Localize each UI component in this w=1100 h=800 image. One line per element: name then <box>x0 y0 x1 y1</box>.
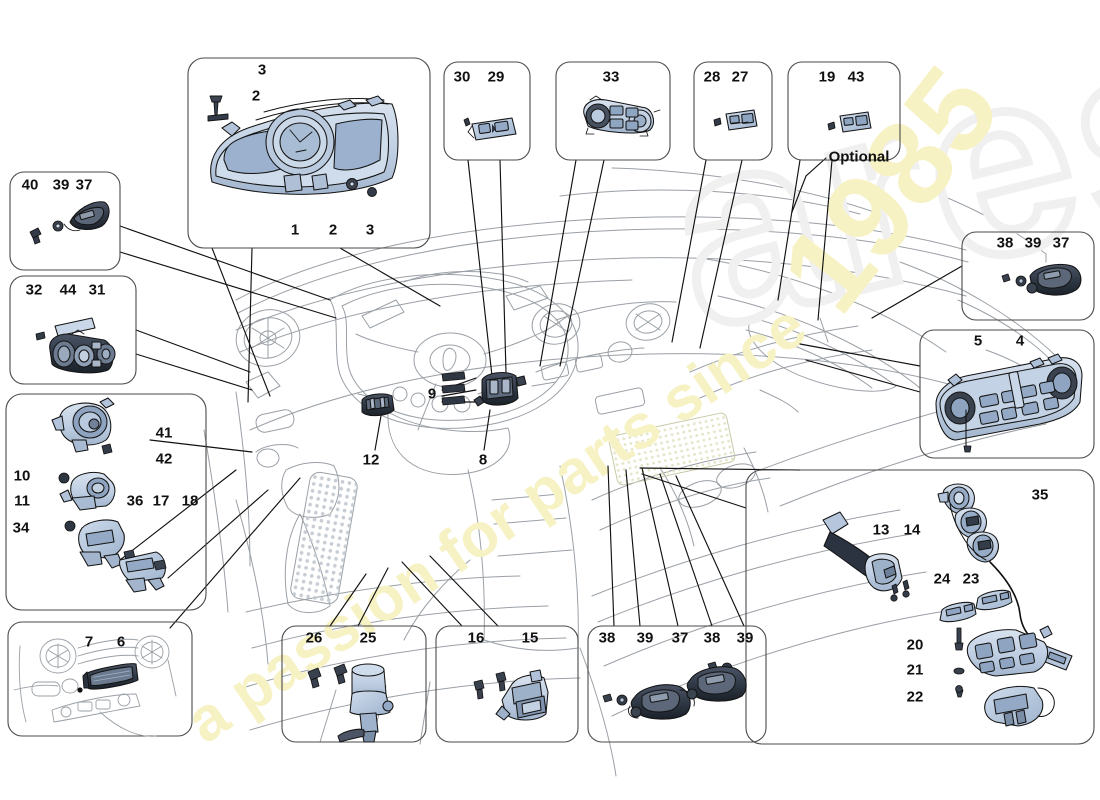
box-13-14-35 <box>745 469 1095 745</box>
box-16-15 <box>435 625 579 743</box>
callout-35: 35 <box>1031 486 1049 504</box>
box-41-42-10-11-34 <box>5 393 207 611</box>
callout-30: 30 <box>453 68 471 86</box>
callout-43: 43 <box>847 68 865 86</box>
callout-23: 23 <box>962 570 980 588</box>
part-36-17-18 <box>119 549 167 593</box>
callout-31: 31 <box>88 281 106 299</box>
part-10-11-34 <box>58 471 125 569</box>
part-42 <box>101 443 113 455</box>
callout-38b: 38 <box>703 629 721 647</box>
callout-38a: 38 <box>598 629 616 647</box>
part-28-27 <box>713 109 758 131</box>
part-32-44-31 <box>35 317 116 374</box>
callout-34: 34 <box>12 519 30 537</box>
box-28-27 <box>693 61 773 161</box>
callout-13: 13 <box>872 521 890 539</box>
callout-41: 41 <box>155 424 173 442</box>
callout-36: 36 <box>126 492 144 510</box>
part-33 <box>583 95 661 137</box>
callout-3a: 3 <box>257 61 267 79</box>
box-32-44-31 <box>9 275 137 385</box>
box-33 <box>555 61 671 161</box>
callout-10: 10 <box>13 467 31 485</box>
part-40-39-37-left <box>29 201 110 245</box>
callout-18: 18 <box>181 492 199 510</box>
callout-11: 11 <box>14 492 30 510</box>
part-switch-pack <box>966 625 1055 727</box>
callout-26: 26 <box>305 629 323 647</box>
part-30-29 <box>463 117 517 141</box>
part-19-43 <box>827 111 872 133</box>
part-13-14 <box>822 511 910 602</box>
box-30-29 <box>443 61 531 161</box>
callout-22: 22 <box>906 688 924 706</box>
callout-3b: 3 <box>365 221 375 239</box>
part-9-clips <box>441 371 466 406</box>
callout-37c: 37 <box>1052 234 1070 252</box>
callout-20: 20 <box>906 636 924 654</box>
callout-44: 44 <box>59 281 77 299</box>
callout-6: 6 <box>116 633 126 651</box>
part-16-15 <box>473 669 549 721</box>
callout-32: 32 <box>25 281 43 299</box>
callout-38c: 38 <box>996 234 1014 252</box>
callout-14: 14 <box>903 521 921 539</box>
callout-24: 24 <box>933 570 951 588</box>
part-41 <box>51 397 115 453</box>
part-24-23 <box>939 589 1013 623</box>
box-38-39-37-pair <box>587 625 767 743</box>
part-5-4 <box>935 353 1083 453</box>
callout-2b: 2 <box>328 221 338 239</box>
callout-5: 5 <box>973 332 983 350</box>
callout-25: 25 <box>359 629 377 647</box>
callout-29: 29 <box>487 68 505 86</box>
callout-19: 19 <box>818 68 836 86</box>
box-38-39-37-right <box>961 231 1095 321</box>
box-40-39-37 <box>9 171 121 271</box>
callout-15: 15 <box>521 629 539 647</box>
callout-39d: 39 <box>1024 234 1042 252</box>
callout-40: 40 <box>21 176 39 194</box>
callout-4: 4 <box>1015 332 1025 350</box>
callout-12: 12 <box>362 451 380 469</box>
callout-39a: 39 <box>52 176 70 194</box>
callout-37a: 37 <box>75 176 93 194</box>
callout-28: 28 <box>703 68 721 86</box>
box-instrument-cluster <box>187 57 431 249</box>
box-26-25 <box>281 625 427 743</box>
callout-33: 33 <box>602 68 620 86</box>
part-38-39-37-right <box>1001 263 1082 296</box>
callout-9: 9 <box>427 385 437 403</box>
part-8 <box>473 371 527 407</box>
callout-42: 42 <box>155 450 173 468</box>
callout-8: 8 <box>478 451 488 469</box>
box-7-6 <box>7 621 193 737</box>
part-7-6 <box>13 635 177 737</box>
box-19-43 <box>787 61 901 161</box>
callout-39b: 39 <box>636 629 654 647</box>
part-26-25 <box>307 663 394 743</box>
callout-2a: 2 <box>251 87 261 105</box>
callout-27: 27 <box>731 68 749 86</box>
callout-39c: 39 <box>736 629 754 647</box>
callout-16: 16 <box>467 629 485 647</box>
part-20-21-22 <box>953 627 965 698</box>
part-6 <box>82 663 139 690</box>
callout-37b: 37 <box>671 629 689 647</box>
callout-21: 21 <box>906 661 924 679</box>
box-5-4 <box>919 329 1095 459</box>
callout-1: 1 <box>290 221 300 239</box>
part-instrument-cluster <box>207 95 399 197</box>
optional-label: Optional <box>828 148 890 166</box>
part-12 <box>361 393 395 417</box>
part-38-39-37-pair <box>602 661 747 720</box>
callout-7: 7 <box>84 633 94 651</box>
callout-17: 17 <box>152 492 170 510</box>
